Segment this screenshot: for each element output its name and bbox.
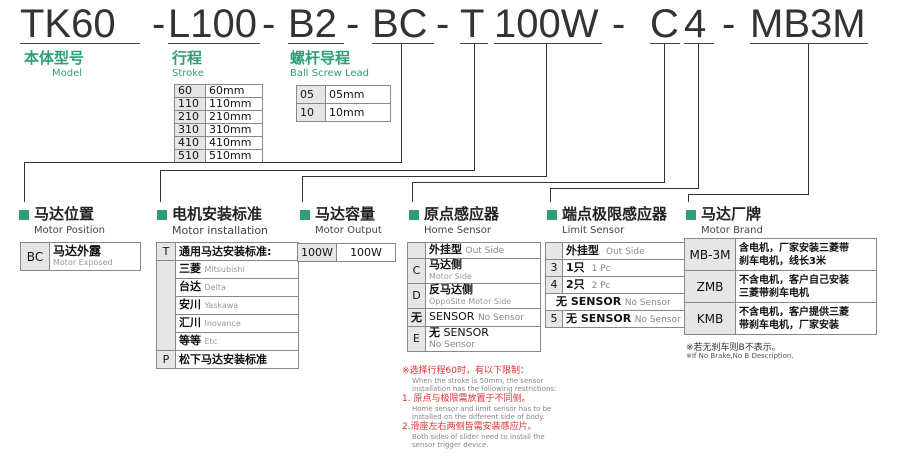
code-dash: - (262, 2, 276, 46)
code-dash: - (152, 2, 166, 46)
model-label: 本体型号 (24, 49, 85, 67)
code-dash: - (346, 2, 360, 46)
lead-label: 螺杆导程 (290, 49, 351, 67)
code-dash: - (436, 2, 450, 46)
limit-sensor-title-en: Limit Sensor (562, 225, 625, 236)
code-model: TK60 (20, 2, 116, 46)
home-sensor-title: 原点感应器 (424, 205, 500, 223)
brake-note-en: ※If No Brake,No B Description. (686, 352, 794, 360)
motor-brand-title: 马达厂牌 (701, 205, 762, 223)
motor-install-title-en: Motor installation (172, 224, 269, 237)
code-motor-output: 100W (494, 2, 599, 46)
code-motor-position: BC (372, 2, 428, 46)
motor-output-title: 马达容量 (315, 205, 376, 223)
model-label-en: Model (52, 68, 83, 79)
limit-sensor-title: 端点极限感应器 (562, 205, 668, 223)
stroke-label: 行程 (172, 49, 203, 67)
note-2: 1. 原点与极限需放置于不同侧。 (402, 394, 531, 404)
code-home-sensor: C (650, 2, 679, 46)
code-stroke: L100 (168, 2, 257, 46)
motor-position-title: 马达位置 (34, 205, 95, 223)
code-motor-brand: MB3M (750, 2, 866, 46)
code-dash: - (722, 2, 736, 46)
code-dash: - (612, 2, 626, 46)
home-sensor-title-en: Home Sensor (424, 225, 491, 236)
code-motor-install: T (460, 2, 485, 46)
code-lead: B2 (288, 2, 337, 46)
code-limit-sensor: 4 (684, 2, 707, 46)
stroke-label-en: Stroke (172, 68, 204, 79)
brake-note: ※若无刹车则B不表示。 (686, 343, 781, 353)
note-3: 2.滑座左右两侧皆需安装感应片。 (402, 422, 537, 432)
motor-position-title-en: Motor Position (34, 225, 106, 236)
note-1: ※选择行程60时，有以下限制： (402, 366, 529, 376)
motor-install-title: 电机安装标准 (172, 205, 263, 223)
lead-label-en: Ball Screw Lead (290, 68, 369, 79)
motor-brand-title-en: Motor Brand (701, 225, 763, 236)
motor-output-title-en: Motor Output (315, 225, 382, 236)
